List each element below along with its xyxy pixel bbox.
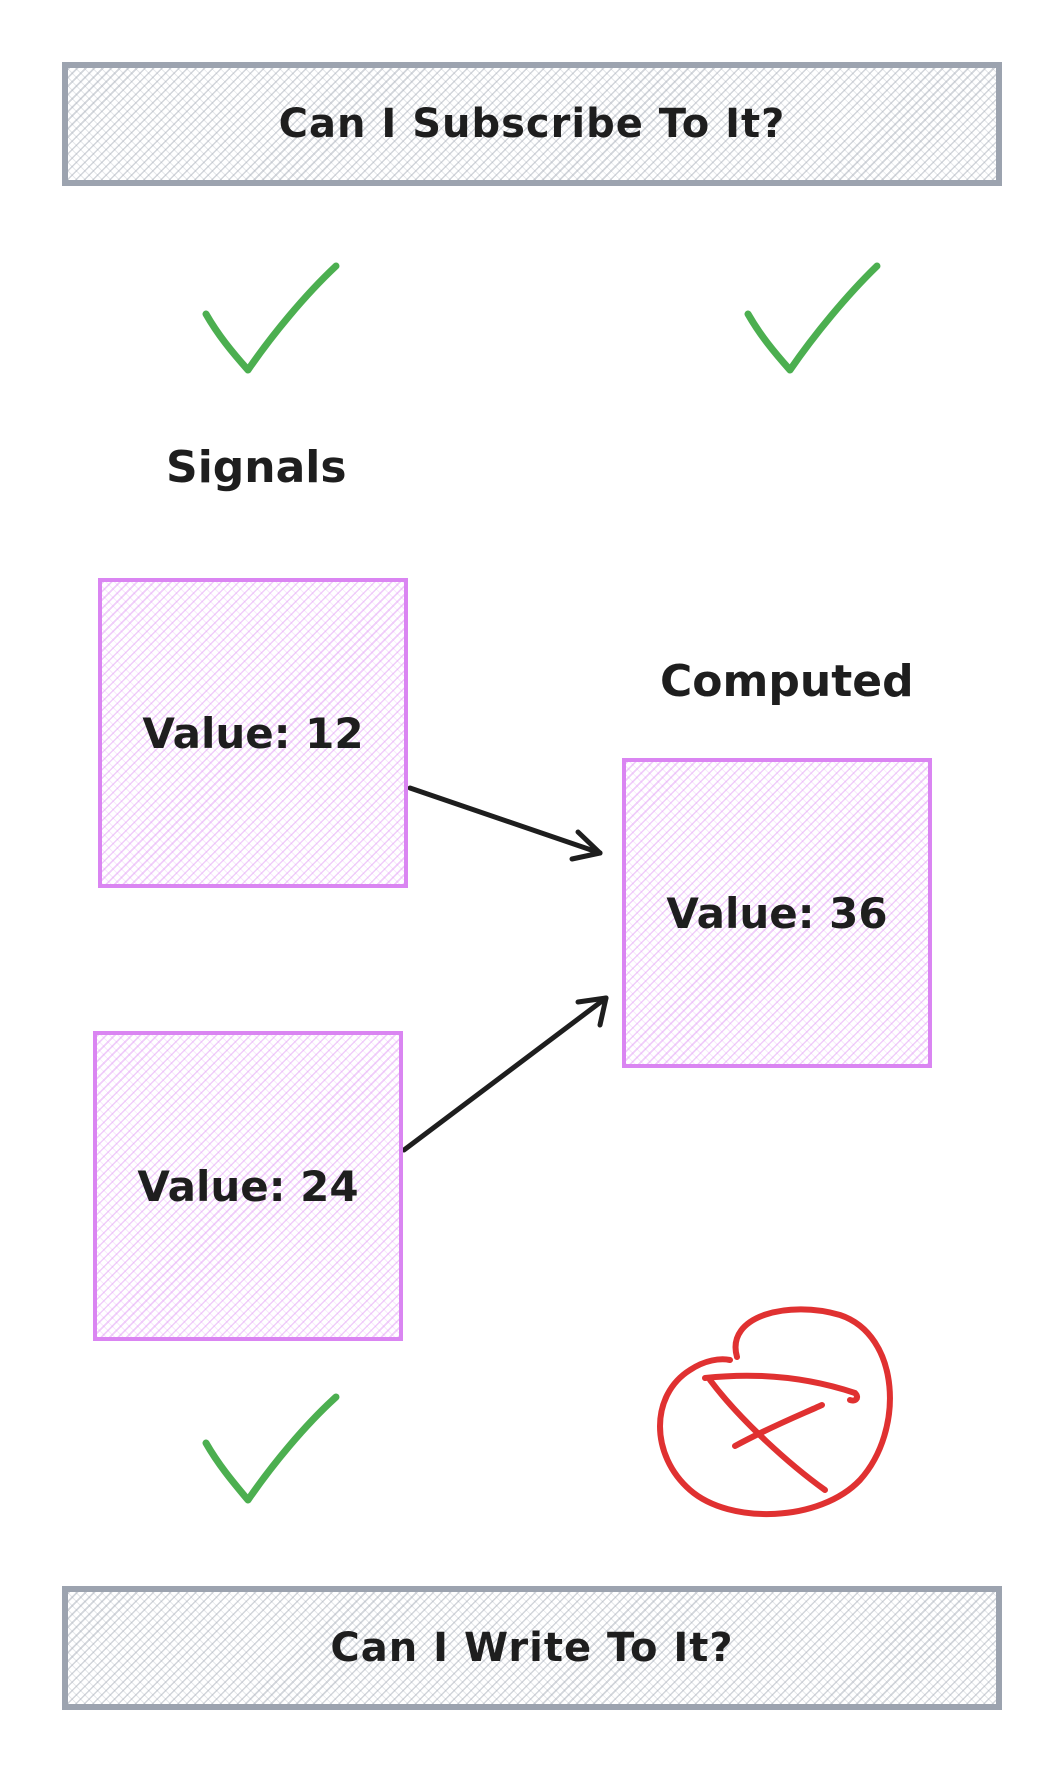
subscribe-question-banner: Can I Subscribe To It? (62, 62, 1002, 186)
signals-write-check-icon (202, 1393, 340, 1504)
computed-value-box: Value: 36 (622, 758, 932, 1068)
subscribe-question-text: Can I Subscribe To It? (278, 101, 786, 147)
computed-value-text: Value: 36 (666, 888, 888, 938)
computed-write-circled-cross-icon (657, 1306, 893, 1518)
signal-value-box: Value: 12 (98, 578, 408, 888)
signals-label: Signals (166, 442, 347, 493)
arrow-icon (407, 785, 603, 862)
signals-subscribe-check-icon (202, 262, 340, 374)
computed-subscribe-check-icon (744, 262, 881, 374)
signal-value-text: Value: 12 (142, 708, 364, 758)
signal-value-box: Value: 24 (93, 1031, 403, 1341)
write-question-text: Can I Write To It? (330, 1625, 734, 1671)
computed-label: Computed (660, 656, 914, 707)
arrow-icon (401, 995, 609, 1153)
write-question-banner: Can I Write To It? (62, 1586, 1002, 1710)
signal-value-text: Value: 24 (137, 1161, 359, 1211)
